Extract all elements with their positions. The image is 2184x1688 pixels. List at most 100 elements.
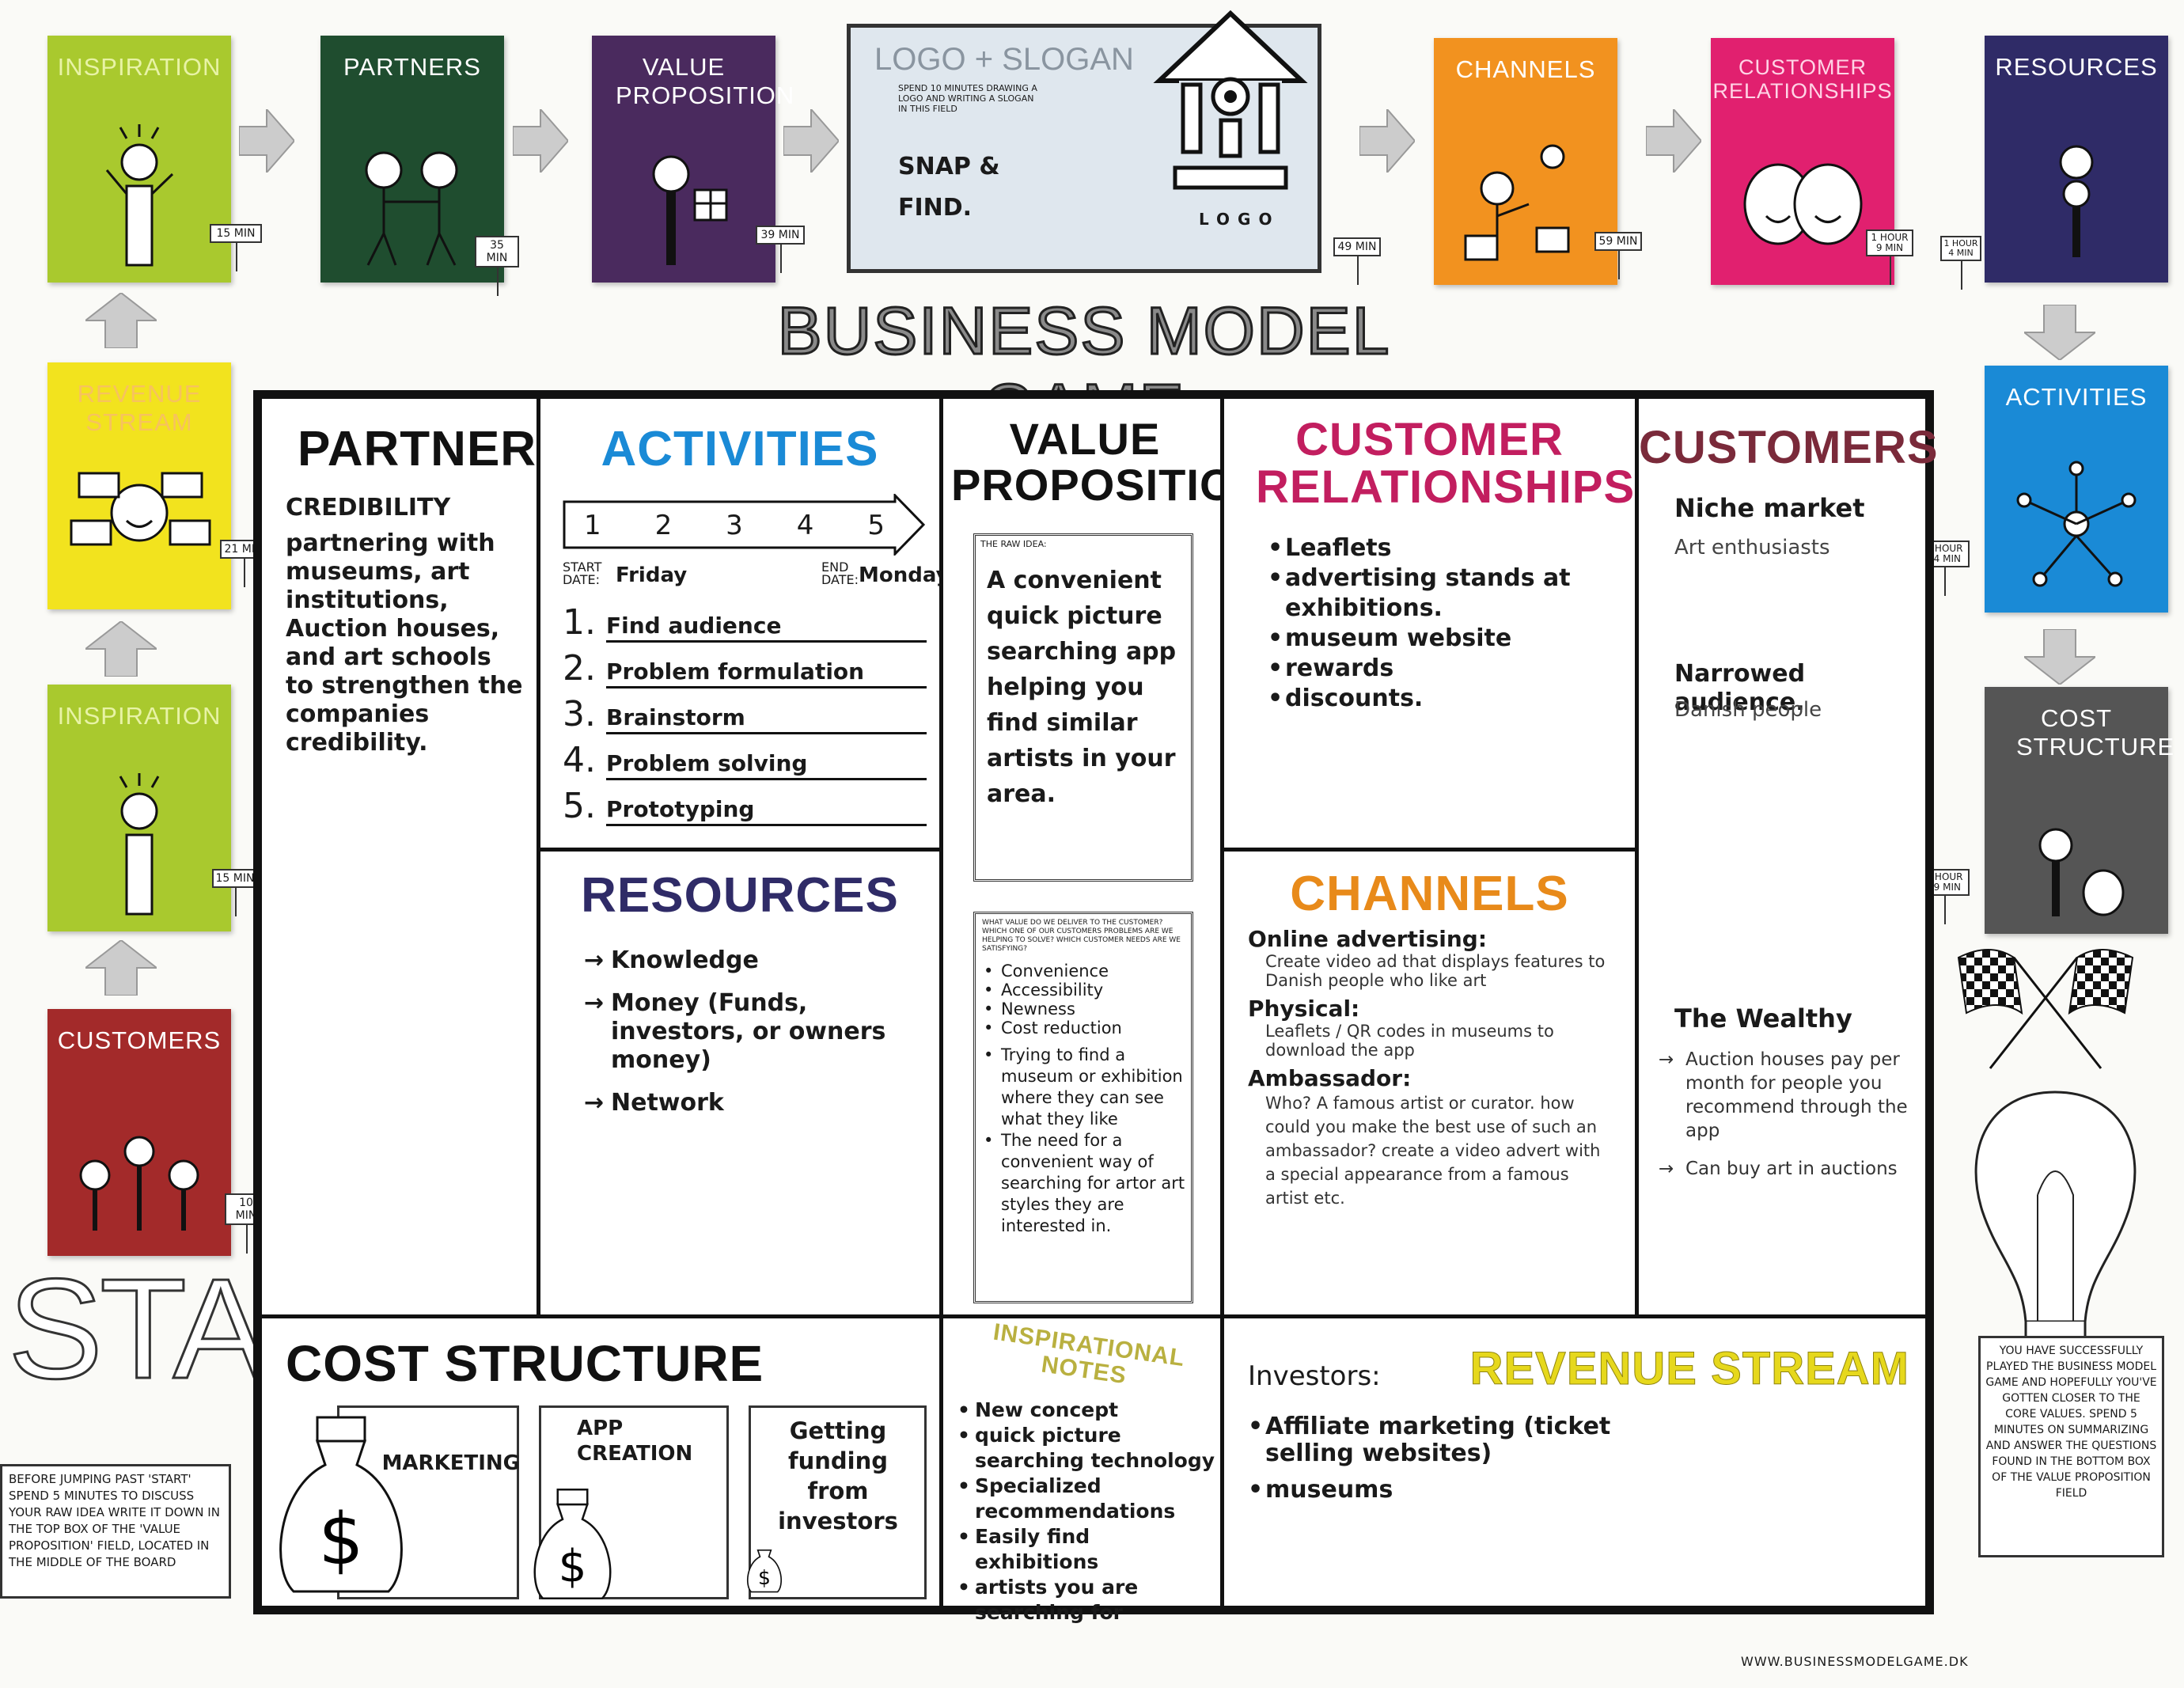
delivery-figure-icon [1464,144,1570,261]
money-bag-icon: $ [533,1489,612,1599]
value-questions-box[interactable]: WHAT VALUE DO WE DELIVER TO THE CUSTOMER… [973,912,1193,1303]
timeline-number: 1 [584,510,601,541]
card-label: VALUE PROPOSITION [616,53,795,109]
channels-entries: Online advertising: Create video ad that… [1248,927,1612,1210]
value-proposition-field[interactable]: VALUE PROPOSITION THE RAW IDEA: A conven… [940,396,1268,1318]
card-revenue-stream-left[interactable]: REVENUE STREAM [47,362,231,609]
note-item: Specialized recommendations [957,1474,1219,1524]
step-number: 1. [563,602,596,643]
card-partners-top[interactable]: PARTNERS [320,36,504,283]
slogan-text: SNAP & FIND. [898,153,1000,222]
finish-note: YOU HAVE SUCCESSFULLY PLAYED THE BUSINES… [1978,1336,2164,1557]
channel-head: Physical: [1248,996,1360,1022]
cost-box-label: Getting funding from investors [778,1417,898,1534]
revenue-stream-title: REVENUE STREAM [1469,1343,1909,1395]
revenue-stream-field[interactable]: REVENUE STREAM Investors: Affiliate mark… [1221,1315,1928,1609]
value-item: Cost reduction [984,1018,1189,1037]
svg-text:$: $ [559,1541,587,1592]
revenue-item: Affiliate marketing (ticket selling webs… [1248,1413,1659,1467]
activities-field[interactable]: ACTIVITIES 1 2 3 4 5 START DATE: Friday … [537,396,950,851]
step-number: 4. [563,740,596,780]
card-customers-left[interactable]: CUSTOMERS [47,1009,231,1256]
resource-item: Network [584,1089,916,1117]
activity-step: 4.Problem solving [563,734,927,780]
cost-box-label: MARKETING [381,1451,520,1475]
customers-heading-1: Niche market [1674,493,1865,523]
logo-slogan-box[interactable]: LOGO + SLOGAN SPEND 10 MINUTES DRAWING A… [847,9,1321,273]
revenue-heading: Investors: [1248,1360,1381,1392]
start-date-label: START DATE: [563,560,602,587]
gift-figure-icon [652,155,728,265]
activity-step: 5.Prototyping [563,780,927,826]
step-text: Problem formulation [606,658,927,688]
arrow-right-icon [1359,109,1415,173]
activity-steps: 1.Find audience 2.Problem formulation 3.… [563,597,927,826]
value-item: Newness [984,1000,1189,1018]
relationship-item: discounts. [1268,684,1584,714]
cost-box-funding[interactable]: Getting funding from investors [749,1405,927,1599]
note-item: artists you are searching for [957,1575,1219,1625]
arrow-right-icon [1646,109,1701,173]
value-proposition-title: VALUE PROPOSITION [951,414,1268,510]
customers-list: Auction houses pay per month for people … [1659,1048,1912,1195]
customers-heading-2: Narrowed audience. [1674,660,1806,716]
customers-field[interactable]: CUSTOMERS Niche market Art enthusiasts N… [1636,396,1939,1318]
timeline-number: 3 [726,510,743,541]
arrow-up-icon [85,293,157,348]
relationship-item: rewards [1268,654,1584,684]
moneybag-figure-icon [2038,828,2125,916]
relationship-item: museum website [1268,624,1584,654]
customer-item: Auction houses pay per month for people … [1659,1048,1912,1143]
channel-body: Create video ad that displays features t… [1265,952,1606,990]
customers-heading-3: The Wealthy [1674,1003,1852,1034]
cost-structure-title: COST STRUCTURE [286,1335,764,1392]
inspirational-notes-field[interactable]: INSPIRATIONAL NOTES New concept quick pi… [940,1315,1223,1624]
partners-heading: CREDIBILITY [286,494,451,522]
card-channels-top[interactable]: CHANNELS [1434,38,1617,285]
raw-idea-box[interactable]: THE RAW IDEA: A convenient quick picture… [973,533,1193,882]
note-item: quick picture searching technology [957,1423,1219,1474]
canvas-board: PARTNERS CREDIBILITY partnering with mus… [253,390,1939,1624]
timeline-number: 5 [867,510,885,541]
partners-title: PARTNERS [298,422,571,476]
card-value-proposition-top[interactable]: VALUE PROPOSITION [592,36,795,283]
card-resources-top[interactable]: RESOURCES [1985,36,2168,283]
card-cost-structure-right[interactable]: COST STRUCTURE [1985,687,2174,934]
start-note: BEFORE JUMPING PAST 'START' SPEND 5 MINU… [0,1464,231,1599]
activity-step: 3.Brainstorm [563,688,927,734]
customer-relationships-title: CUSTOMER RELATIONSHIPS [1256,414,1636,513]
logo-label: LOGO [1199,210,1280,229]
resources-field[interactable]: RESOURCES Knowledge Money (Funds, invest… [537,848,942,1318]
customers-title: CUSTOMERS [1639,422,1939,473]
resource-item: Money (Funds, investors, or owners money… [584,989,916,1075]
customers-sub-1: Art enthusiasts [1674,536,1830,560]
timeline-numbers: 1 2 3 4 5 [584,510,885,541]
partners-field[interactable]: PARTNERS CREDIBILITY partnering with mus… [259,396,569,1318]
channel-body: Leaflets / QR codes in museums to downlo… [1265,1022,1554,1060]
value-questions: WHAT VALUE DO WE DELIVER TO THE CUSTOMER… [982,919,1181,953]
temple-logo-icon [1153,9,1308,199]
activity-step: 1.Find audience [563,597,927,643]
cost-structure-field[interactable]: COST STRUCTURE MARKETING $ APP CREATION … [259,1315,942,1609]
activities-title: ACTIVITIES [601,422,879,476]
customer-relationships-field[interactable]: CUSTOMER RELATIONSHIPS Leaflets advertis… [1221,396,1638,851]
card-customer-relationships-top[interactable]: CUSTOMER RELATIONSHIPS [1711,38,1894,285]
value-note: The need for a convenient way of searchi… [984,1130,1191,1237]
channel-body: Who? A famous artist or curator. how cou… [1265,1094,1601,1208]
time-sign: 15 MIN [210,224,262,271]
relationship-item: advertising stands at exhibitions. [1268,563,1584,624]
inspirational-notes-title: INSPIRATIONAL NOTES [992,1318,1187,1390]
relationship-item: Leaflets [1268,533,1584,563]
svg-text:$: $ [758,1566,771,1589]
channels-field[interactable]: CHANNELS Online advertising: Create vide… [1221,848,1638,1318]
time-sign: 59 MIN [1594,232,1642,279]
revenue-item: museums [1248,1477,1659,1504]
cost-box-app[interactable]: APP CREATION [539,1405,729,1599]
checkered-flags-icon [1957,949,2134,1069]
card-inspiration-top[interactable]: INSPIRATION [47,36,231,283]
partners-text: partnering with museums, art institution… [286,529,523,757]
idea-figure-icon [119,773,160,916]
card-activities-right[interactable]: ACTIVITIES [1985,366,2168,613]
money-bag-icon: $ [279,1416,403,1593]
card-inspiration-left[interactable]: INSPIRATION [47,685,231,931]
